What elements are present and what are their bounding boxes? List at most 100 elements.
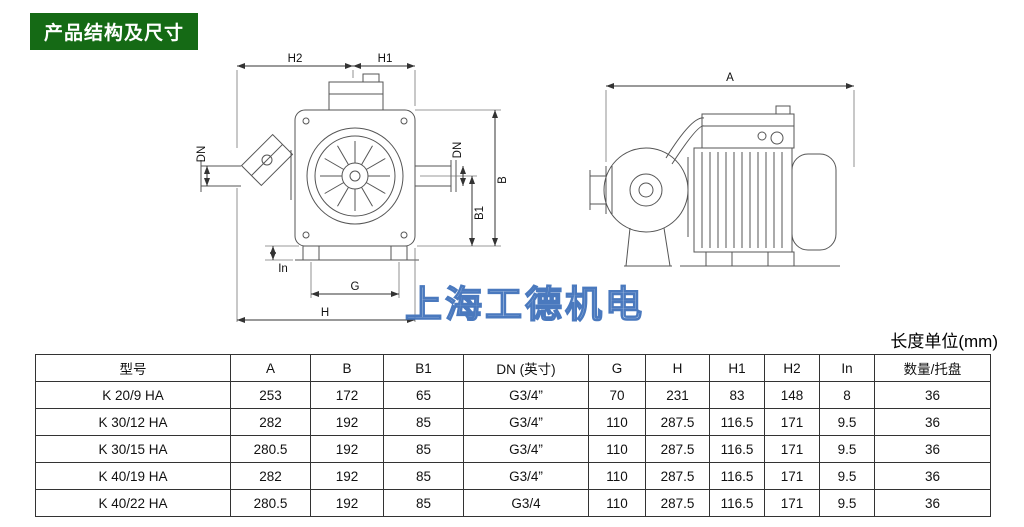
front-view-drawing: H2 H1 DN DN B B1 In G H (195, 48, 525, 348)
table-cell: 65 (383, 381, 464, 409)
fan-grille (320, 141, 390, 211)
table-cell: 282 (230, 408, 311, 436)
table-cell: 192 (310, 462, 384, 490)
column-header: B1 (383, 354, 464, 382)
front-extension-lines (236, 70, 501, 322)
table-cell: 9.5 (819, 489, 875, 517)
table-cell: G3/4” (463, 435, 589, 463)
table-cell: 110 (588, 462, 646, 490)
front-view-svg: H2 H1 DN DN B B1 In G H (196, 53, 509, 323)
dim-label-dn-left: DN (196, 146, 208, 163)
column-header: A (230, 354, 311, 382)
side-view-drawing: A (580, 62, 880, 312)
table-cell: 148 (764, 381, 820, 409)
dim-label-h2: H2 (288, 53, 303, 65)
table-cell: 280.5 (230, 435, 311, 463)
column-header: 数量/托盘 (874, 354, 991, 382)
table-cell: G3/4 (463, 489, 589, 517)
side-view-svg: A (589, 72, 855, 267)
dim-label-b: B (497, 176, 509, 184)
side-dimension-labels: A (726, 72, 734, 84)
column-header: H (645, 354, 710, 382)
table-cell: 192 (310, 435, 384, 463)
table-cell: 116.5 (709, 489, 765, 517)
column-header: 型号 (35, 354, 231, 382)
column-header: G (588, 354, 646, 382)
table-cell: K 20/9 HA (35, 381, 231, 409)
table-cell: 280.5 (230, 489, 311, 517)
table-cell: 36 (874, 408, 991, 436)
table-cell: 287.5 (645, 489, 710, 517)
table-cell: G3/4” (463, 462, 589, 490)
table-cell: 171 (764, 408, 820, 436)
column-header: H2 (764, 354, 820, 382)
table-cell: G3/4” (463, 408, 589, 436)
watermark: 上海工德机电 (404, 283, 645, 325)
table-cell: K 30/15 HA (35, 435, 231, 463)
table-cell: 85 (383, 489, 464, 517)
table-cell: 110 (588, 435, 646, 463)
table-cell: K 40/22 HA (35, 489, 231, 517)
table-cell: 85 (383, 462, 464, 490)
dim-label-h: H (321, 307, 329, 319)
pump-front-geometry (200, 73, 457, 261)
table-cell: 116.5 (709, 462, 765, 490)
table-cell: 36 (874, 381, 991, 409)
table-cell: 287.5 (645, 408, 710, 436)
table-cell: 171 (764, 462, 820, 490)
table-cell: 171 (764, 435, 820, 463)
table-cell: 116.5 (709, 408, 765, 436)
pump-side-geometry (589, 105, 840, 267)
table-cell: 9.5 (819, 462, 875, 490)
table-cell: 83 (709, 381, 765, 409)
table-cell: 36 (874, 435, 991, 463)
table-cell: 8 (819, 381, 875, 409)
table-cell: K 40/19 HA (35, 462, 231, 490)
unit-note: 长度单位(mm) (890, 332, 998, 351)
column-header: B (310, 354, 384, 382)
table-cell: 116.5 (709, 435, 765, 463)
table-cell: 287.5 (645, 435, 710, 463)
front-dimension-lines (204, 63, 498, 323)
side-extension-lines (605, 90, 855, 167)
table-cell: K 30/12 HA (35, 408, 231, 436)
table-cell: 287.5 (645, 462, 710, 490)
column-header: In (819, 354, 875, 382)
front-dimension-labels: H2 H1 DN DN B B1 In G H (196, 53, 509, 319)
table-cell: 192 (310, 489, 384, 517)
table-cell: 110 (588, 408, 646, 436)
table-cell: 9.5 (819, 435, 875, 463)
table-cell: 282 (230, 462, 311, 490)
table-cell: 36 (874, 462, 991, 490)
table-cell: 110 (588, 489, 646, 517)
column-header: DN (英寸) (463, 354, 589, 382)
table-cell: 172 (310, 381, 384, 409)
table-cell: 70 (588, 381, 646, 409)
column-header: H1 (709, 354, 765, 382)
dim-label-h1: H1 (378, 53, 393, 65)
table-cell: 171 (764, 489, 820, 517)
table-cell: G3/4” (463, 381, 589, 409)
dim-label-a: A (726, 72, 734, 84)
table-cell: 85 (383, 435, 464, 463)
table-cell: 253 (230, 381, 311, 409)
table-cell: 9.5 (819, 408, 875, 436)
dim-label-in: In (278, 263, 288, 275)
table-cell: 192 (310, 408, 384, 436)
dim-label-b1: B1 (474, 206, 486, 220)
table-cell: 231 (645, 381, 710, 409)
check-valve (240, 133, 294, 187)
section-title-banner: 产品结构及尺寸 (30, 13, 199, 50)
table-cell: 85 (383, 408, 464, 436)
dim-label-g: G (351, 281, 360, 293)
table-cell: 36 (874, 489, 991, 517)
